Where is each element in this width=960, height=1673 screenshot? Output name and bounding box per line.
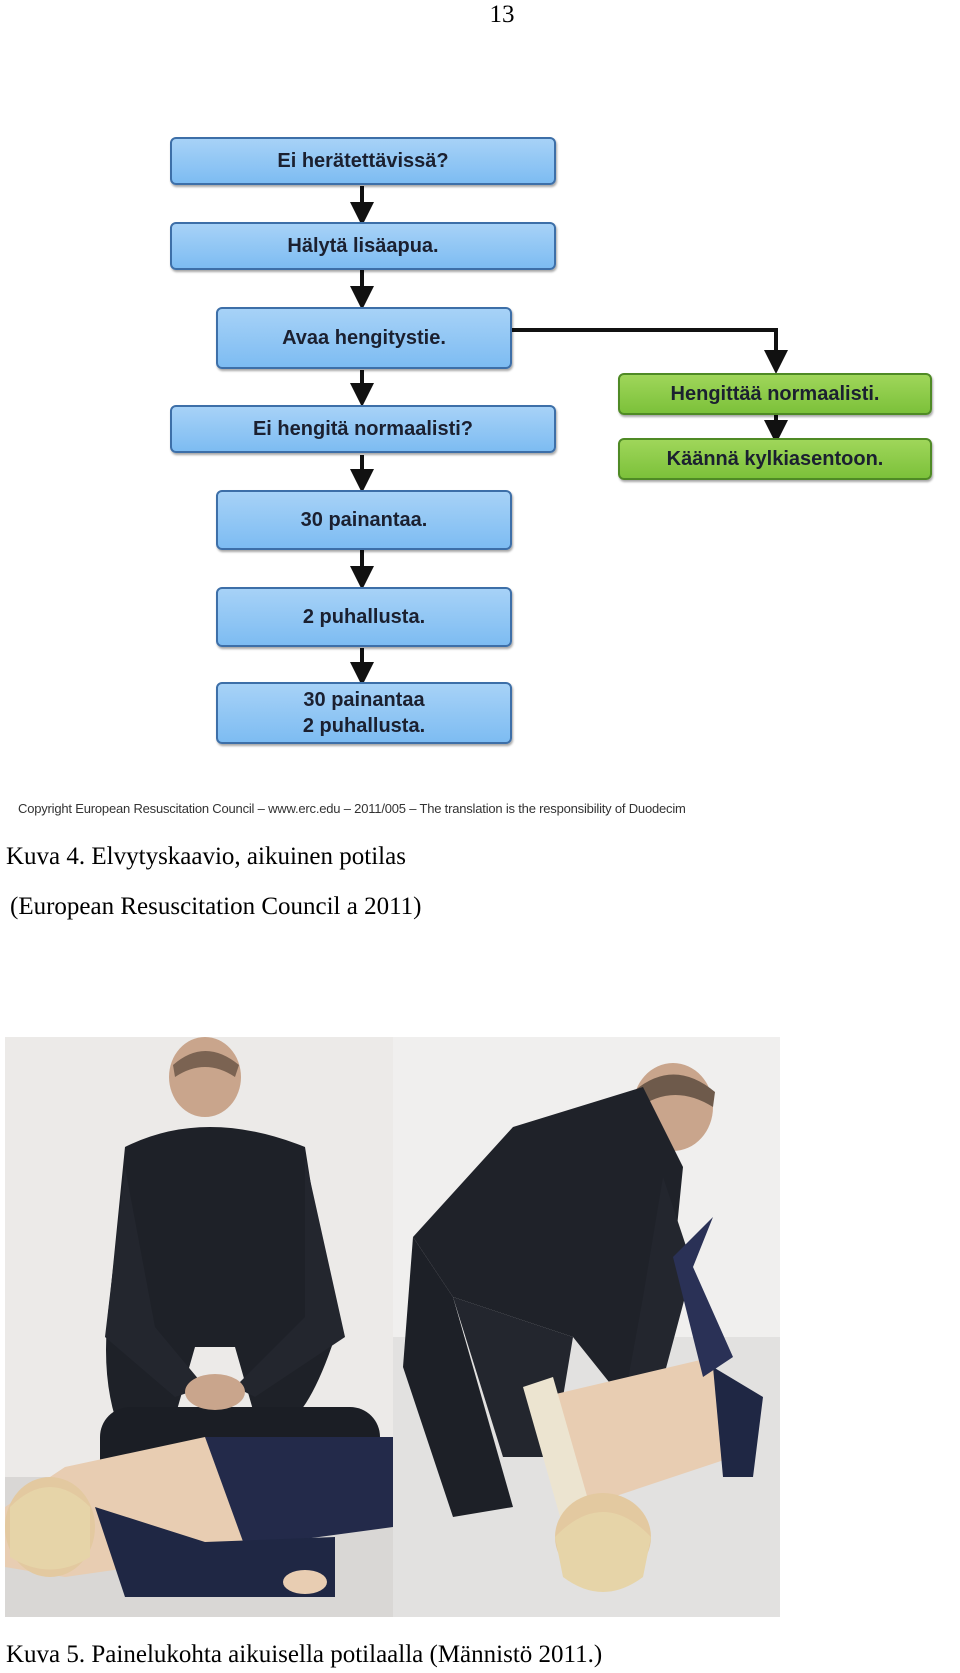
page-number: 13: [489, 1, 515, 28]
branch-recovery-position: Käännä kylkiasentoon.: [618, 438, 932, 480]
figure5-caption: Kuva 5. Painelukohta aikuisella potilaal…: [6, 1641, 603, 1668]
figure4-caption-line1: Kuva 4. Elvytyskaavio, aikuinen potilas: [6, 843, 406, 870]
step-call-help: Hälytä lisäapua.: [170, 222, 556, 270]
step-not-breathing: Ei hengitä normaalisti?: [170, 405, 556, 453]
step-unresponsive: Ei herätettävissä?: [170, 137, 556, 185]
step-2-breaths: 2 puhallusta.: [216, 587, 512, 647]
branch-arrow: [512, 328, 788, 374]
step-30-compressions: 30 painantaa.: [216, 490, 512, 550]
flowchart-connectors: [350, 186, 788, 686]
resuscitation-flowchart: Ei herätettävissä? Hälytä lisäapua. Avaa…: [0, 0, 960, 830]
step-open-airway: Avaa hengitystie.: [216, 307, 512, 369]
step-repeat-cycle: 30 painantaa 2 puhallusta.: [216, 682, 512, 744]
branch-breathing-normally: Hengittää normaalisti.: [618, 373, 932, 415]
flowchart-copyright: Copyright European Resuscitation Council…: [18, 801, 686, 816]
figure4-caption-line2: (European Resuscitation Council a 2011): [10, 893, 422, 920]
cpr-photo-front-view: [393, 1037, 780, 1617]
cpr-photo-side-view: [5, 1037, 393, 1617]
